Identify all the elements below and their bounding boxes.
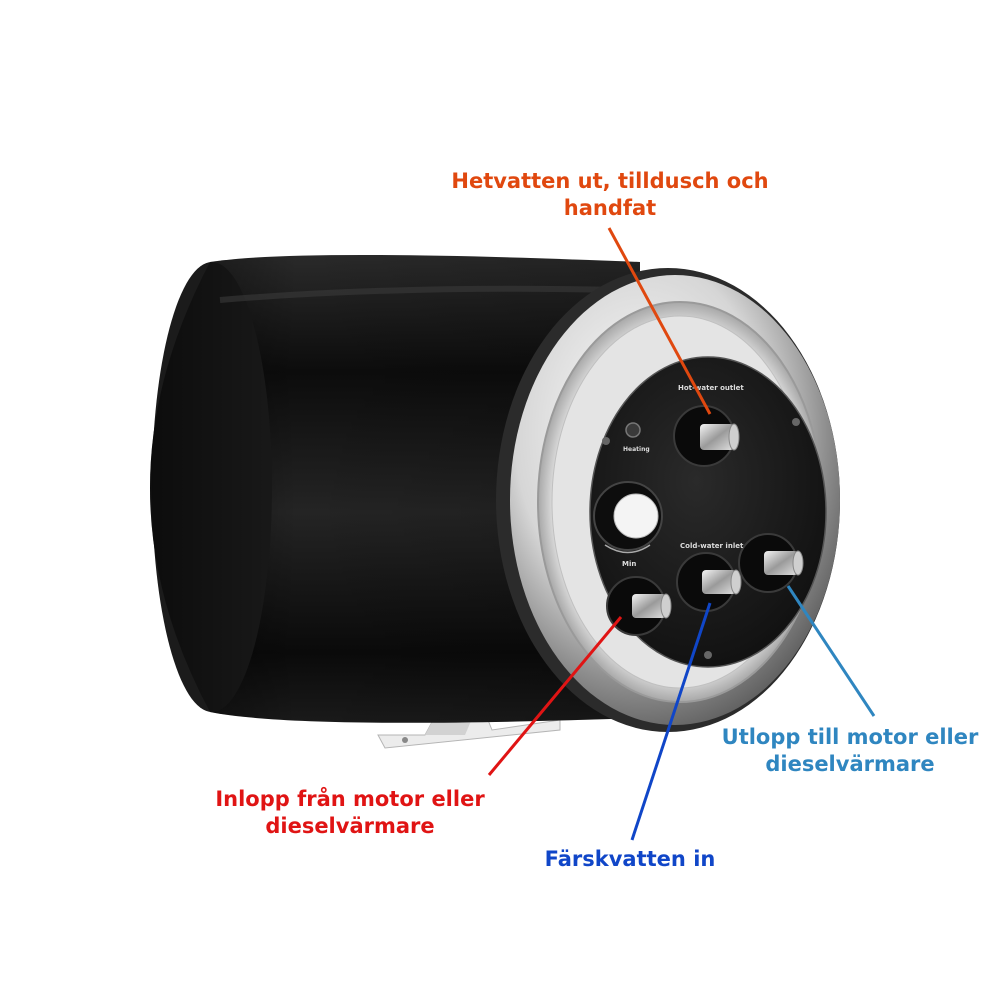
callout-inlet-engine-line-2: dieselvärmare (265, 814, 435, 838)
panel-label-heating: Heating (623, 446, 650, 453)
inlet-engine-fitting-icon (606, 576, 672, 636)
heating-indicator-icon (625, 422, 641, 438)
leader-lines (487, 227, 876, 841)
callout-hot-water-outlet: Hetvatten ut, tilldusch och handfat (420, 168, 800, 222)
callout-inlet-engine: Inlopp från motor eller dieselvärmare (190, 786, 510, 840)
callout-hot-water-outlet-line-1: Hetvatten ut, tilldusch och (451, 169, 769, 193)
cold-water-inlet-fitting-icon (676, 552, 742, 612)
callout-fresh-water: Färskvatten in (520, 846, 740, 873)
callout-fresh-water-line-1: Färskvatten in (544, 847, 716, 871)
outlet-engine-fitting-icon (738, 533, 804, 593)
leader-line-hot-outlet (607, 227, 712, 415)
callout-outlet-engine-line-2: dieselvärmare (765, 752, 935, 776)
callout-outlet-engine-line-1: Utlopp till motor eller (721, 725, 979, 749)
panel-label-hot-water-outlet: Hot-water outlet (678, 384, 744, 392)
panel-label-min: Min (622, 560, 636, 568)
callout-hot-water-outlet-line-2: handfat (563, 196, 657, 220)
control-panel: Hot-water outlet Heating Cold-water inle… (589, 356, 827, 668)
panel-label-cold-water-inlet: Cold-water inlet (680, 542, 744, 550)
leader-line-inlet-engine (487, 616, 623, 776)
thermostat-knob-icon (593, 481, 663, 554)
leader-line-fresh-water (630, 602, 712, 841)
leader-line-outlet-engine (786, 585, 876, 717)
callout-outlet-engine: Utlopp till motor eller dieselvärmare (700, 724, 1000, 778)
callout-inlet-engine-line-1: Inlopp från motor eller (215, 787, 485, 811)
